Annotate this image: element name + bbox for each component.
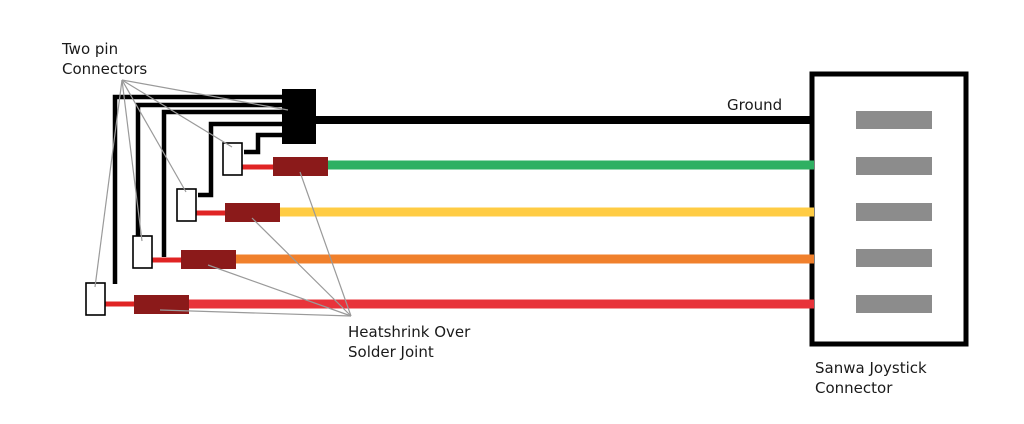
two-pin-connector-1	[222, 142, 243, 176]
connector-pin-4	[856, 249, 932, 267]
label-line: Sanwa Joystick	[815, 359, 927, 377]
pointer-line	[121, 79, 233, 148]
sanwa-connector	[809, 71, 969, 347]
heatshrink-2	[225, 203, 280, 222]
connector-pin-1	[856, 111, 932, 129]
label-line: Solder Joint	[348, 343, 434, 361]
ground-branch-2	[161, 109, 285, 257]
two-pin-connector-2	[176, 188, 197, 222]
heatshrink-pointer-lines	[159, 171, 352, 317]
pointer-line	[121, 79, 187, 193]
ground-junction-block	[282, 89, 316, 144]
two-pin-connector-3	[132, 235, 153, 269]
label-line: Connectors	[62, 60, 148, 78]
pointer-line	[121, 79, 289, 111]
ground-branch-1	[198, 121, 285, 198]
pointer-line	[159, 309, 352, 317]
two-pin-connectors	[85, 142, 243, 316]
label-line: Ground	[727, 96, 783, 114]
red-leads	[104, 164, 276, 307]
heatshrink-3	[181, 250, 236, 269]
pointer-line	[121, 79, 143, 242]
connector-pin-5	[856, 295, 932, 313]
ground-branch-0	[244, 132, 285, 155]
heatshrink-1	[273, 157, 328, 176]
label-line: Heatshrink Over	[348, 323, 471, 341]
pointer-line	[251, 217, 352, 317]
ground-label: Ground	[727, 95, 782, 115]
connector-pin-2	[856, 157, 932, 175]
two-pin-connector-4	[85, 282, 106, 316]
two-pin-pointer-lines	[94, 79, 289, 288]
ground-branches	[112, 94, 285, 284]
pointer-line	[207, 264, 352, 317]
heatshrink-4	[134, 295, 189, 314]
label-line: Two pin	[62, 40, 119, 58]
ground-branch-4	[112, 94, 285, 284]
ground-branch-3	[135, 102, 285, 236]
label-line: Connector	[815, 379, 893, 397]
connector-pin-3	[856, 203, 932, 221]
pointer-line	[94, 79, 123, 288]
pointer-line	[299, 171, 352, 317]
heatshrink-sleeves	[134, 157, 328, 314]
